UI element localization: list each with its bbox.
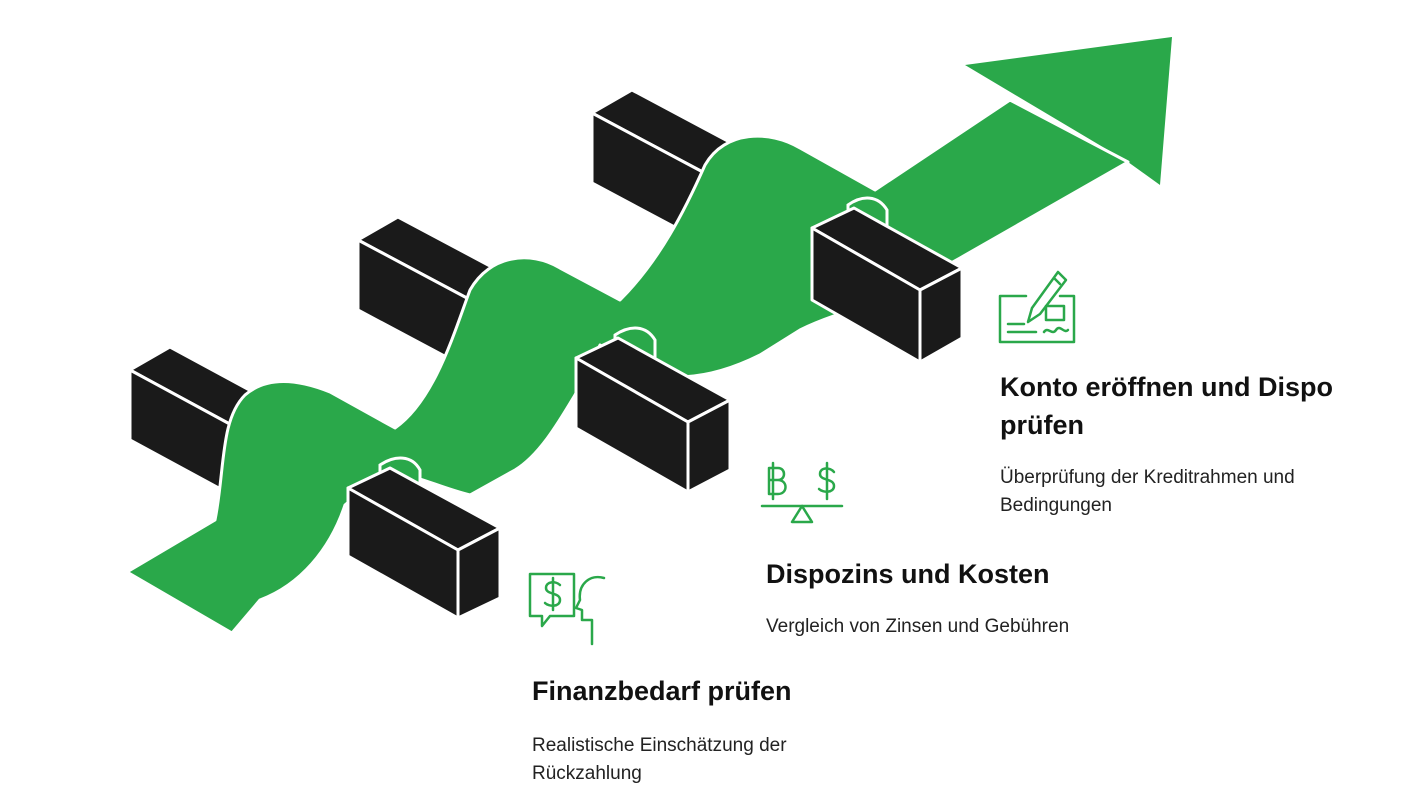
- step-description-line: Rückzahlung: [532, 763, 642, 784]
- step-title: Konto eröffnen und Dispo prüfen: [1000, 368, 1400, 444]
- money-consultation-icon: [528, 572, 606, 646]
- step-description: Vergleich von Zinsen und Gebühren: [766, 616, 1070, 637]
- step-title-line: prüfen: [1000, 410, 1084, 440]
- step-description-line: Realistische Einschätzung der: [532, 735, 787, 756]
- barrier-back-blocks: [128, 88, 756, 507]
- step-description-line: Bedingungen: [1000, 495, 1112, 516]
- step-title: Finanzbedarf prüfen: [532, 676, 792, 706]
- barrier-3-front-side: [918, 266, 964, 364]
- currency-balance-icon: [760, 461, 844, 524]
- step-title: Dispozins und Kosten: [766, 559, 1050, 589]
- ribbon-arrow-head: [965, 37, 1172, 185]
- step-description: Realistische Einschätzung der Rückzahlun…: [532, 732, 912, 788]
- step-title-line: Konto eröffnen und Dispo: [1000, 372, 1333, 402]
- step-konto-eroeffnen: Konto eröffnen und Dispo prüfen Überprüf…: [1000, 368, 1400, 520]
- step-dispozins: Dispozins und Kosten Vergleich von Zinse…: [766, 555, 1206, 641]
- step-description-line: Überprüfung der Kreditrahmen und: [1000, 467, 1295, 488]
- barrier-2-front-side: [686, 398, 732, 494]
- barrier-1-front-side: [456, 526, 502, 620]
- step-description: Überprüfung der Kreditrahmen und Bedingu…: [1000, 464, 1400, 520]
- check-signing-icon: [998, 270, 1076, 344]
- step-finanzbedarf: Finanzbedarf prüfen Realistische Einschä…: [532, 672, 912, 788]
- barrier-front-blocks: [346, 206, 964, 620]
